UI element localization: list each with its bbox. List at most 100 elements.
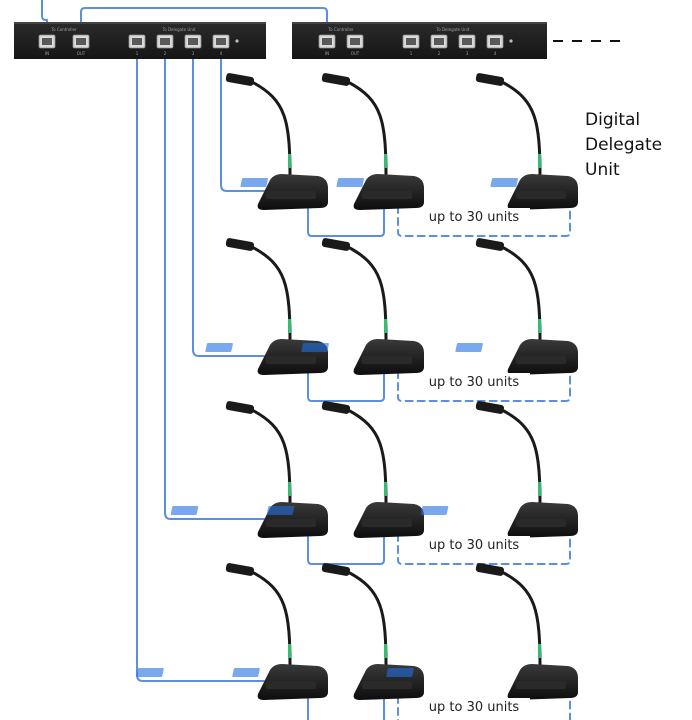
chassis-port-label-4: 2 — [438, 51, 441, 56]
chassis-port-1[interactable] — [38, 34, 56, 49]
delegate-unit-r3-c2[interactable] — [266, 401, 424, 538]
gooseneck — [250, 570, 292, 670]
gooseneck — [346, 408, 388, 508]
unit-display — [136, 668, 164, 677]
port-socket — [406, 38, 416, 45]
mic-ring-led — [538, 644, 541, 658]
row-4-label-bg — [418, 698, 530, 715]
chassis-port-2[interactable] — [72, 34, 90, 49]
chassis-port-3[interactable] — [128, 34, 146, 49]
unit-keypad — [516, 519, 566, 527]
mic-ring-led — [288, 644, 291, 658]
port-socket — [462, 38, 472, 45]
gooseneck — [346, 80, 388, 180]
mic-head — [321, 563, 351, 576]
mic-head — [321, 73, 351, 86]
unit-display — [205, 343, 233, 352]
delegate-unit-r2-c2[interactable] — [301, 238, 424, 375]
unit-keypad — [266, 356, 316, 364]
mic-head — [475, 563, 505, 576]
row-2-units-label: up to 30 units — [429, 375, 520, 390]
chassis-port-label-2: OUT — [77, 51, 86, 56]
mic-head — [475, 401, 505, 414]
unit-display — [336, 178, 364, 187]
mic-ring-led — [384, 644, 387, 658]
chassis-top-edge — [14, 22, 266, 24]
delegate-unit-r2-c1[interactable] — [205, 238, 328, 375]
row-3-units-label: up to 30 units — [429, 538, 520, 553]
delegate-unit-r1-c1[interactable] — [225, 73, 328, 210]
unit-keypad — [362, 519, 412, 527]
chassis-port-label-6: 4 — [220, 51, 223, 56]
delegate-unit-r4-c2[interactable] — [232, 563, 424, 700]
mic-ring-led — [288, 319, 291, 333]
chassis-port-6[interactable] — [212, 34, 230, 49]
side-label-line-3: Unit — [585, 160, 620, 180]
mic-ring-led — [288, 482, 291, 496]
unit-display — [490, 178, 518, 187]
delegate-unit-r3-c1[interactable] — [170, 401, 328, 538]
unit-display — [240, 178, 268, 187]
delegate-unit-r1-c2[interactable] — [321, 73, 424, 210]
delegate-unit-r3-c3[interactable] — [420, 401, 578, 538]
port-socket — [216, 38, 226, 45]
unit-keypad — [362, 191, 412, 199]
unit-display — [232, 668, 260, 677]
unit-display — [301, 343, 329, 352]
unit-display — [455, 343, 483, 352]
cable-chassis-link — [80, 7, 328, 36]
port-socket — [322, 38, 332, 45]
mic-head — [321, 238, 351, 251]
chassis-port-3[interactable] — [402, 34, 420, 49]
chassis-port-1[interactable] — [318, 34, 336, 49]
chassis-port-4[interactable] — [156, 34, 174, 49]
mic-head — [225, 238, 255, 251]
row-1-solid-link — [307, 205, 385, 237]
cable-drop-port-4 — [220, 46, 265, 192]
chassis-port-4[interactable] — [430, 34, 448, 49]
gooseneck — [500, 570, 542, 670]
mic-ring-led — [384, 319, 387, 333]
row-2-solid-link — [307, 370, 385, 402]
chassis-port-5[interactable] — [184, 34, 202, 49]
unit-keypad — [266, 519, 316, 527]
cable-drop-port-3 — [192, 46, 265, 357]
row-3-solid-link — [307, 533, 385, 565]
delegate-unit-r4-c1[interactable] — [136, 563, 328, 700]
chassis-section-label-delegate: To Delegate Unit — [161, 27, 195, 32]
chassis-port-2[interactable] — [346, 34, 364, 49]
chassis-port-6[interactable] — [486, 34, 504, 49]
port-socket — [188, 38, 198, 45]
cable-controller-in — [41, 0, 48, 36]
delegate-unit-r4-c3[interactable] — [386, 563, 578, 700]
row-4-solid-link — [307, 695, 385, 720]
chassis-port-5[interactable] — [458, 34, 476, 49]
delegate-unit-r1-c3[interactable] — [475, 73, 578, 210]
row-1-label-bg — [418, 208, 530, 225]
delegate-unit-r2-c3[interactable] — [455, 238, 578, 375]
chassis-port-label-5: 3 — [466, 51, 469, 56]
gooseneck — [250, 80, 292, 180]
port-socket — [132, 38, 142, 45]
chassis-port-label-6: 4 — [494, 51, 497, 56]
unit-display — [420, 506, 449, 515]
delegate-units-layer — [136, 73, 578, 700]
mic-head — [225, 563, 255, 576]
chassis-port-label-1: IN — [325, 51, 329, 56]
unit-keypad — [266, 681, 316, 689]
row-2-label-bg — [418, 373, 530, 390]
row-3-label-bg — [418, 536, 530, 553]
row-2-dashed-link — [397, 370, 571, 402]
port-socket — [490, 38, 500, 45]
gooseneck — [500, 408, 542, 508]
row-1-units-label: up to 30 units — [429, 210, 520, 225]
gooseneck — [250, 245, 292, 345]
unit-keypad — [266, 191, 316, 199]
port-socket — [434, 38, 444, 45]
chassis-section-label-delegate: To Delegate Unit — [435, 27, 469, 32]
gooseneck — [250, 408, 292, 508]
row-1-dashed-link — [397, 205, 571, 237]
chassis-port-label-3: 1 — [136, 51, 139, 56]
